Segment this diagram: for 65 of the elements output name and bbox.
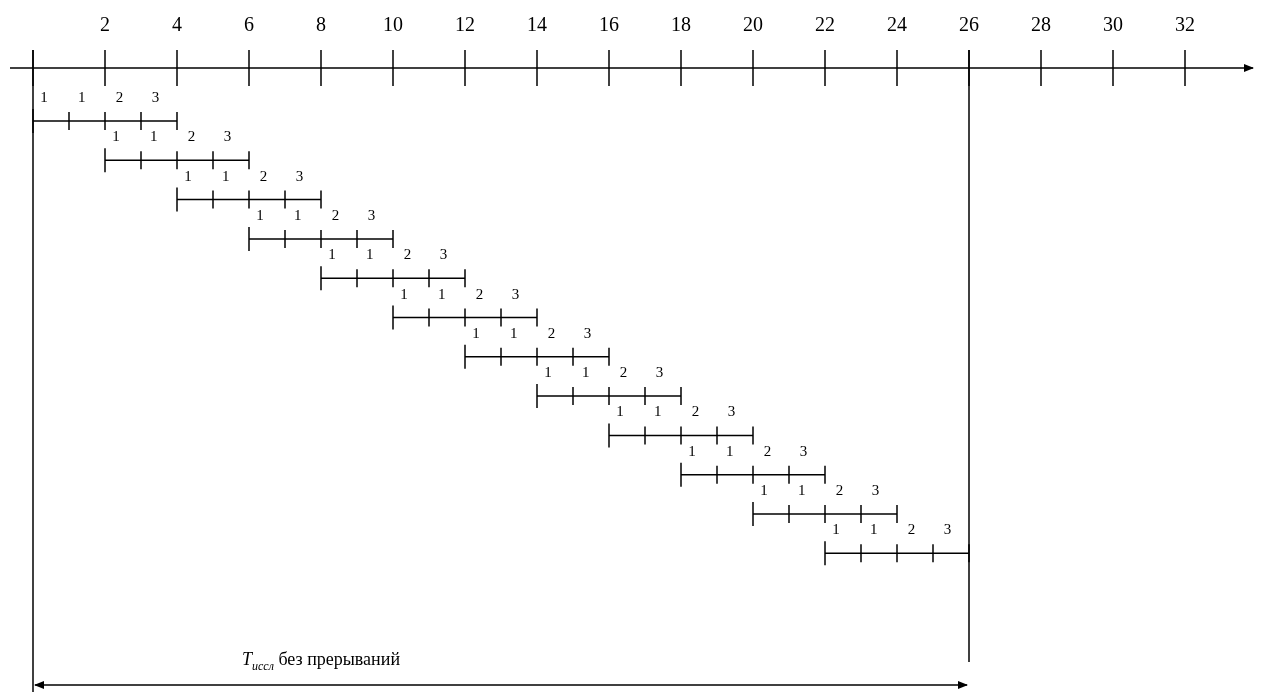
segment-label: 3	[727, 404, 736, 420]
axis-tick-label: 22	[815, 14, 835, 34]
segment-label: 2	[259, 168, 268, 184]
segment-label: 2	[547, 325, 556, 341]
segment-label: 1	[654, 404, 662, 420]
axis-tick-label: 20	[743, 14, 763, 34]
axis-tick-label: 10	[383, 14, 403, 34]
segment-label: 2	[835, 483, 844, 498]
segment-label: 1	[40, 90, 48, 105]
axis-tick-label: 16	[599, 14, 619, 34]
segment-label: 2	[403, 247, 412, 263]
segment-label: 2	[331, 207, 340, 223]
segment-label: 1	[688, 443, 696, 459]
axis-tick-label: 30	[1103, 14, 1123, 34]
segment-label: 1	[438, 286, 446, 302]
segment-label: 2	[691, 404, 700, 420]
segment-label: 3	[223, 129, 232, 145]
segment-label: 3	[871, 483, 880, 498]
axis-tick-label: 4	[172, 14, 182, 34]
segment-label: 1	[616, 404, 624, 420]
segment-label: 1	[256, 207, 264, 223]
segment-label: 1	[366, 247, 374, 263]
axis-tick-label: 12	[455, 14, 475, 34]
segment-label: 3	[943, 522, 952, 538]
segment-label: 1	[112, 129, 120, 145]
segment-label: 1	[294, 207, 302, 223]
axis-tick-label: 26	[959, 14, 979, 34]
segment-label: 1	[400, 286, 408, 302]
segment-label: 1	[798, 483, 806, 498]
segment-label: 2	[763, 443, 772, 459]
segment-label: 3	[151, 90, 160, 105]
segment-label: 1	[222, 168, 230, 184]
segment-label: 3	[439, 247, 448, 263]
axis-tick-label: 28	[1031, 14, 1051, 34]
axis-tick-label: 6	[244, 14, 254, 34]
segment-label: 2	[619, 365, 628, 381]
axis-tick-label: 2	[100, 14, 110, 34]
duration-label: T$_{иссл}$ без прерываний	[242, 650, 400, 672]
axis-tick-label: 8	[316, 14, 326, 34]
segment-label: 3	[367, 207, 376, 223]
axis-tick-label: 32	[1175, 14, 1195, 34]
axis-tick-label: 18	[671, 14, 691, 34]
segment-label: 1	[582, 365, 590, 381]
segment-label: 2	[907, 522, 916, 538]
axis-tick-label: 14	[527, 14, 547, 34]
segment-label: 3	[583, 325, 592, 341]
segment-label: 2	[475, 286, 484, 302]
segment-label: 1	[78, 90, 86, 105]
segment-label: 1	[184, 168, 192, 184]
segment-label: 3	[511, 286, 520, 302]
axis-tick-label: 24	[887, 14, 907, 34]
segment-label: 2	[115, 90, 124, 105]
segment-label: 3	[655, 365, 664, 381]
segment-label: 1	[510, 325, 518, 341]
segment-label: 1	[832, 522, 840, 538]
segment-label: 1	[472, 325, 480, 341]
segment-label: 1	[328, 247, 336, 263]
segment-label: 2	[187, 129, 196, 145]
segment-label: 1	[150, 129, 158, 145]
segment-label: 3	[295, 168, 304, 184]
segment-label: 1	[870, 522, 878, 538]
segment-label: 1	[760, 483, 768, 498]
segment-label: 3	[799, 443, 808, 459]
segment-label: 1	[544, 365, 552, 381]
segment-label: 1	[726, 443, 734, 459]
